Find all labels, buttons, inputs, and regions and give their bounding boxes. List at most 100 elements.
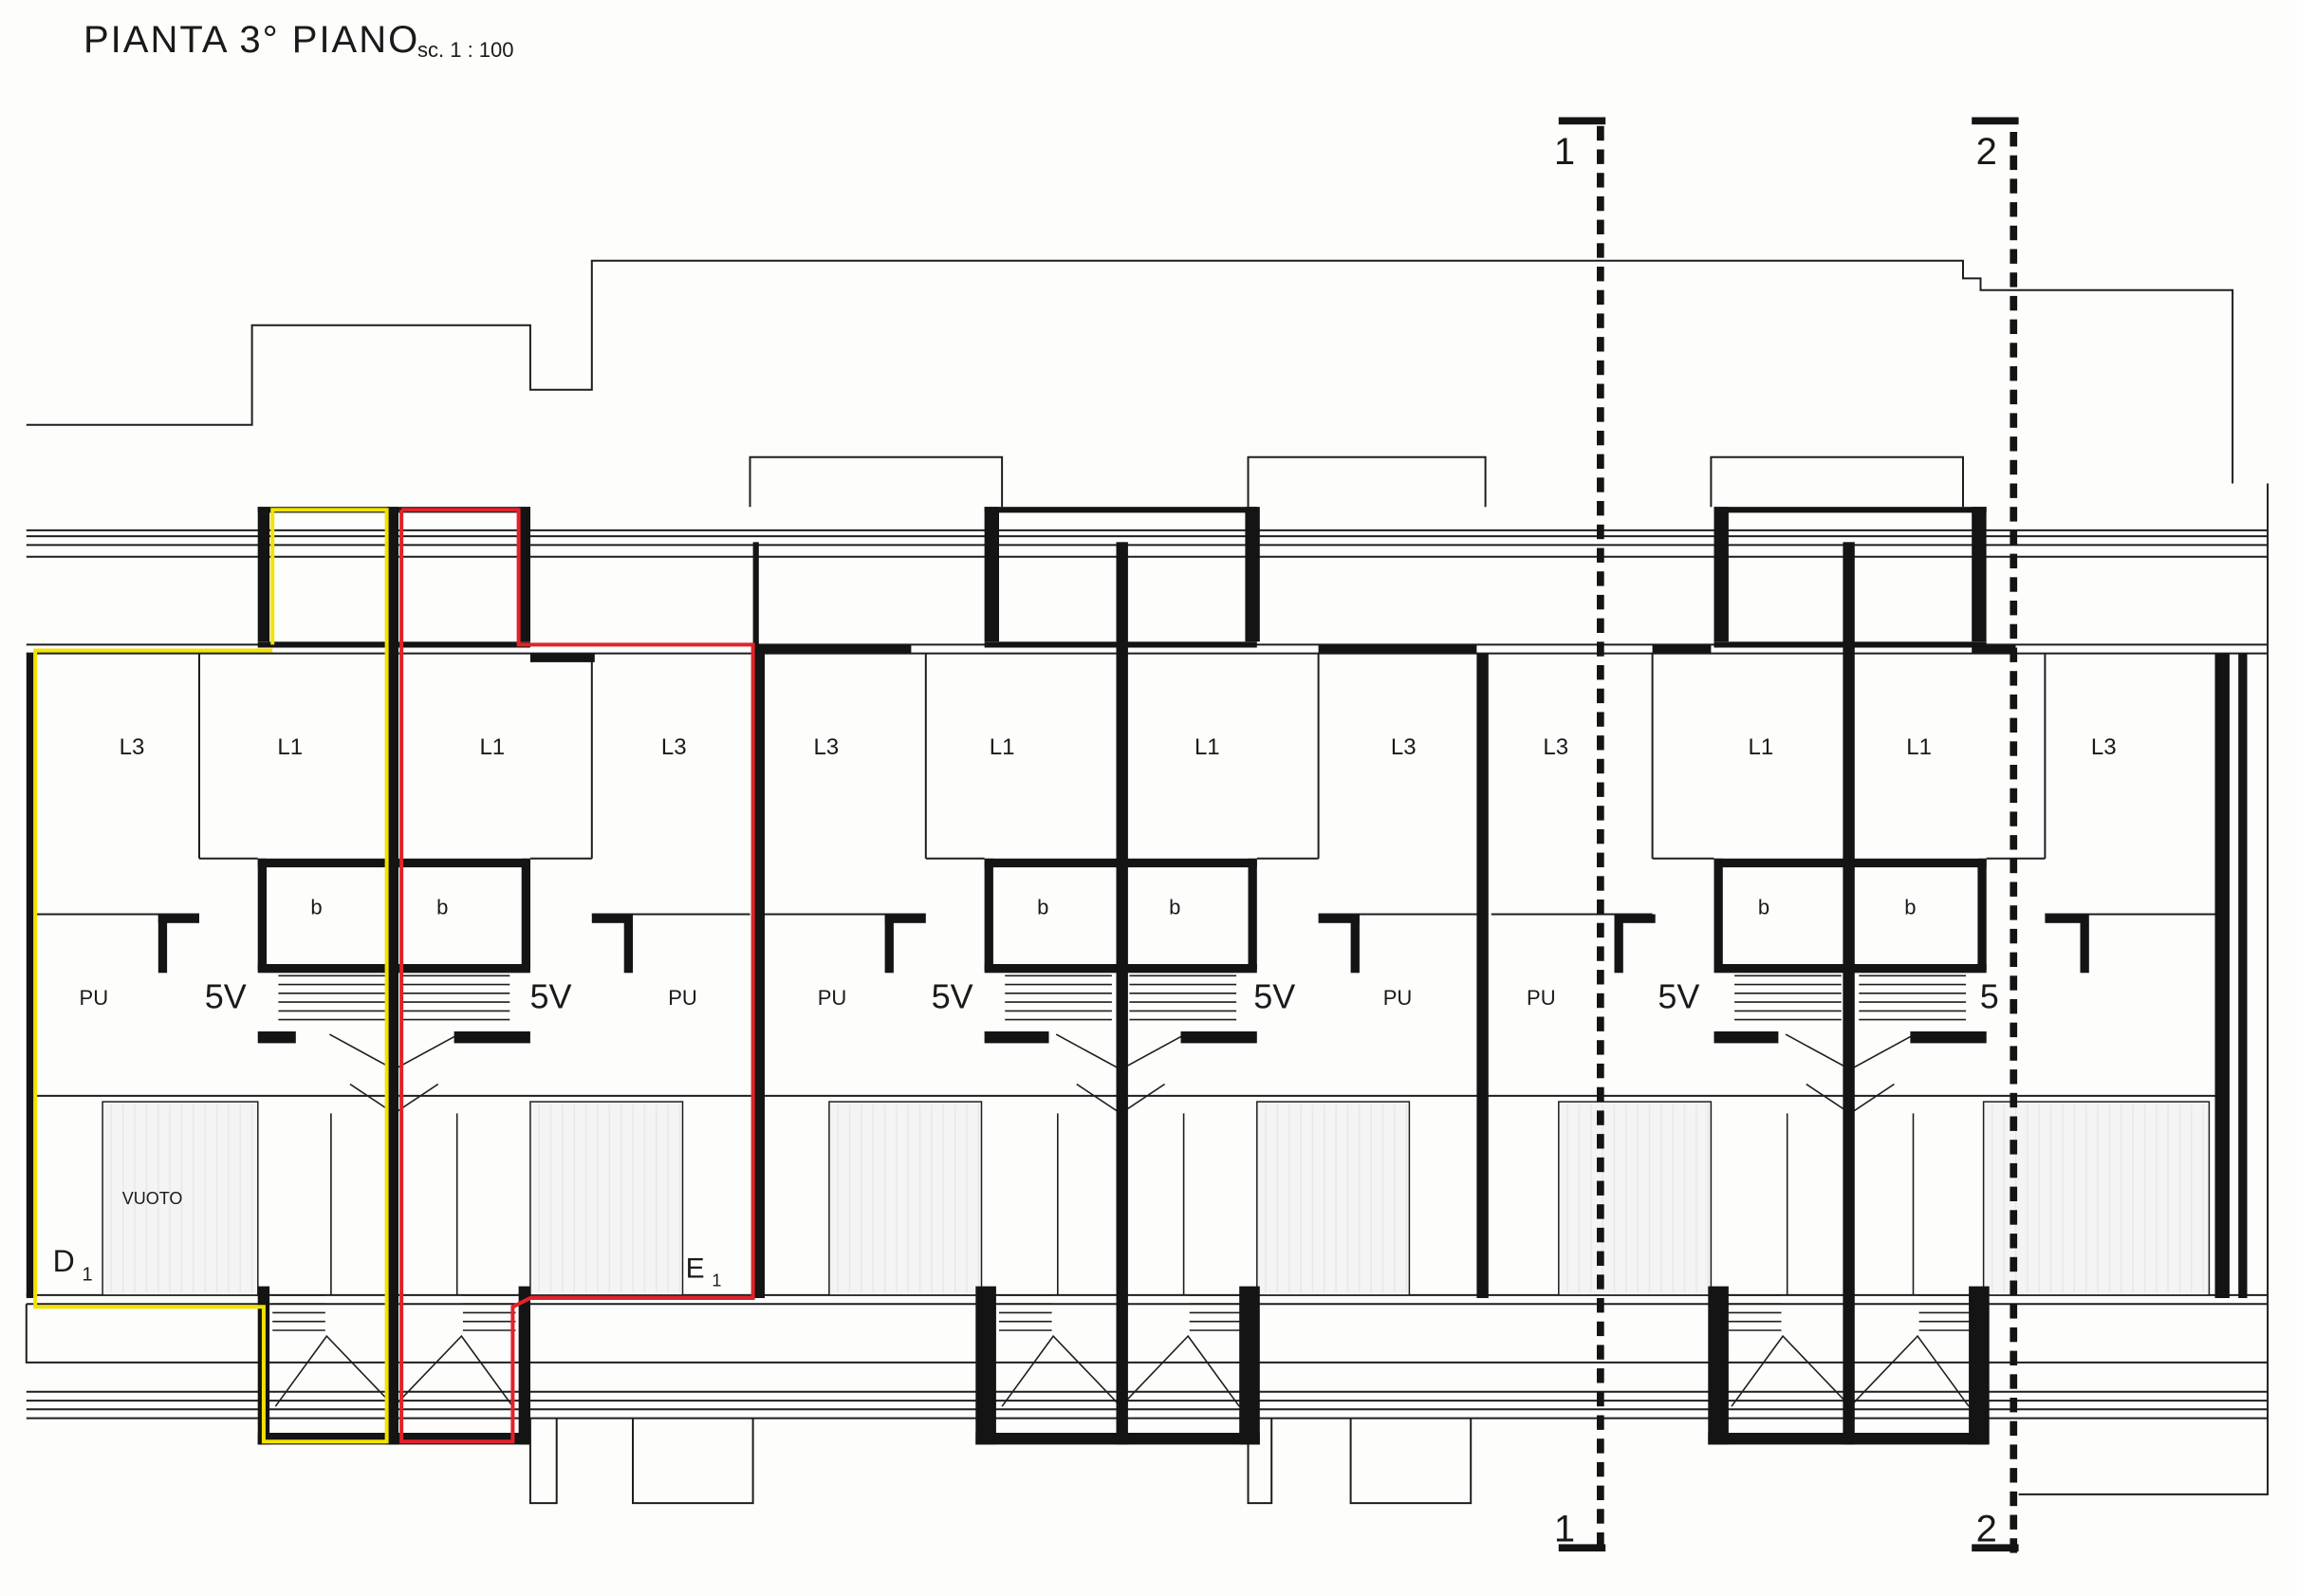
section-dash: [1597, 665, 1604, 680]
section-dash: [2010, 1420, 2018, 1437]
section-dash: [2010, 436, 2018, 452]
section-dash: [1597, 900, 1604, 915]
section-dash: [1597, 970, 1604, 985]
section-dash: [1597, 1040, 1604, 1055]
thin-outline-lines: [25, 259, 2269, 1505]
wall: [257, 858, 267, 971]
wall: [1972, 507, 1987, 642]
room-label-bath: b: [1904, 896, 1916, 919]
section-dash: [1597, 501, 1604, 516]
wall: [1972, 644, 2016, 654]
room-label-pu: PU: [668, 986, 697, 1010]
wall: [257, 507, 270, 642]
section-marker-number: 2: [1976, 131, 1997, 173]
section-dash: [2010, 928, 2018, 944]
wall: [1713, 964, 1987, 974]
lower-bay: [1247, 1418, 1273, 1505]
wall: [1713, 858, 1723, 971]
section-dash: [1597, 383, 1604, 399]
stair-flight: [274, 1334, 395, 1407]
wall: [1318, 644, 1477, 654]
section-marker-number: 1: [1554, 1508, 1575, 1550]
wall: [2214, 653, 2230, 1298]
wall: [1614, 914, 1656, 923]
section-lines: [1558, 117, 2019, 1553]
section-dash: [2010, 1327, 2018, 1343]
section-dash: [2010, 459, 2018, 475]
wall: [984, 507, 999, 642]
section-dash: [1597, 1251, 1604, 1266]
section-dash: [1597, 1532, 1604, 1548]
wall: [984, 858, 993, 971]
wall: [257, 964, 530, 974]
section-dash: [1597, 289, 1604, 306]
wall: [1713, 1031, 1779, 1044]
wall: [1708, 1286, 1729, 1445]
section-dash: [1597, 641, 1604, 657]
wall: [1248, 858, 1257, 971]
room-label-living: L3: [661, 734, 687, 760]
wall: [386, 507, 398, 1445]
section-dash: [1597, 571, 1604, 586]
section-dash: [1597, 360, 1604, 376]
section-dash: [2010, 1350, 2018, 1365]
section-dash: [2010, 671, 2018, 686]
right-edge-outline: [2018, 483, 2269, 1495]
room-label-living: L1: [479, 734, 505, 760]
wall: [623, 914, 633, 974]
section-dash: [2010, 788, 2018, 804]
room-label-bath: b: [1169, 896, 1180, 919]
wall: [1318, 914, 1360, 923]
point-e1-letter: E: [686, 1253, 705, 1284]
section-dash: [2010, 413, 2018, 428]
section-dash: [1597, 758, 1604, 774]
wall: [1713, 507, 1729, 642]
wall: [257, 858, 530, 868]
yellow-unit-outline: [33, 508, 389, 1444]
stair-flight: [1849, 1334, 1970, 1407]
section-dash: [2010, 507, 2018, 522]
section-dash: [1597, 547, 1604, 563]
section-dash: [2010, 529, 2018, 546]
section-dash: [2010, 1444, 2018, 1459]
room-label-living: L3: [120, 734, 145, 760]
section-dash: [1597, 688, 1604, 704]
section-dash: [2010, 295, 2018, 311]
wall: [1245, 507, 1260, 642]
room-label-5v: 5V: [1253, 976, 1295, 1015]
section-dash: [1597, 1086, 1604, 1103]
room-label-5v-partial: 5: [1980, 976, 1999, 1015]
wall: [1350, 914, 1360, 974]
section-dash: [1597, 1415, 1604, 1430]
section-dash: [1597, 712, 1604, 727]
point-e1-index: 1: [712, 1271, 721, 1290]
wall: [1713, 858, 1987, 868]
section-dash: [2010, 1140, 2018, 1155]
wall: [157, 914, 199, 923]
section-dash: [1597, 454, 1604, 469]
wall: [752, 644, 912, 654]
stair-flight: [1001, 1334, 1121, 1407]
section-dash: [2010, 319, 2018, 334]
section-dash: [2010, 1280, 2018, 1295]
wall: [1239, 1286, 1260, 1445]
section-dash: [2010, 272, 2018, 288]
wall: [26, 653, 36, 1298]
wall: [1843, 542, 1855, 1445]
section-dash: [2010, 1069, 2018, 1085]
section-marker-number: 2: [1976, 1508, 1997, 1550]
section-dash: [1597, 1321, 1604, 1337]
section-dash: [1597, 1110, 1604, 1125]
stair-flight: [1731, 1334, 1851, 1407]
wall: [984, 1031, 1049, 1044]
wall: [984, 964, 1257, 974]
highlighted-units: [33, 508, 755, 1444]
section-dash: [1597, 806, 1604, 821]
roof-outline: [749, 455, 1004, 508]
section-dash: [1597, 173, 1604, 188]
section-dash: [1597, 430, 1604, 446]
room-label-living: L3: [2091, 734, 2117, 760]
section-dash: [2010, 343, 2018, 358]
